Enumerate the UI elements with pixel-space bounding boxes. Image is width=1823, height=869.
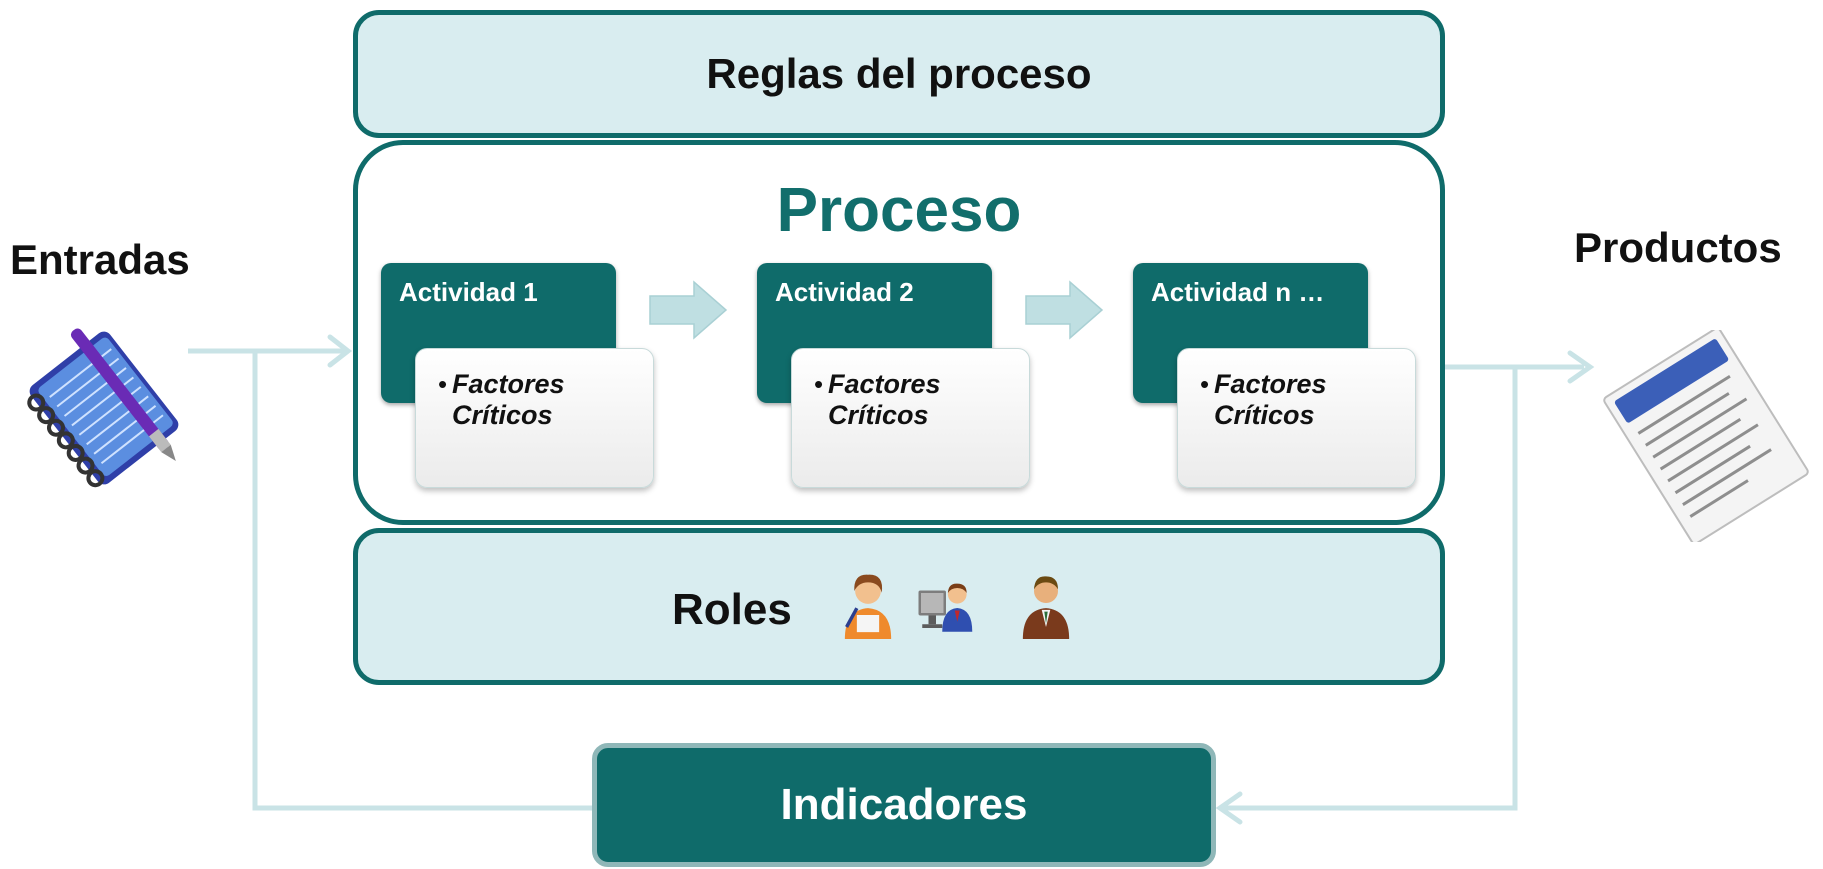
critical-factors-card: • Factores Críticos bbox=[791, 348, 1030, 488]
critical-factors-text: Factores Críticos bbox=[452, 369, 565, 431]
critical-factors-line2: Críticos bbox=[828, 400, 929, 430]
critical-factors-card: • Factores Críticos bbox=[415, 348, 654, 488]
critical-factors-line2: Críticos bbox=[1214, 400, 1315, 430]
roles-box: Roles bbox=[353, 528, 1445, 685]
activity-title: Actividad 2 bbox=[775, 277, 914, 307]
activity-title: Actividad 1 bbox=[399, 277, 538, 307]
arrow-right-icon bbox=[649, 280, 728, 340]
process-rules-label: Reglas del proceso bbox=[706, 50, 1092, 97]
notebook-pen-icon bbox=[18, 318, 190, 498]
bullet-point: • bbox=[814, 369, 824, 399]
bullet-point: • bbox=[1200, 369, 1210, 399]
entradas-label: Entradas bbox=[10, 236, 190, 283]
process-rules-box: Reglas del proceso bbox=[353, 10, 1445, 138]
critical-factors-text: Factores Críticos bbox=[828, 369, 941, 431]
man-computer-icon bbox=[918, 583, 973, 632]
critical-factors-line1: Factores bbox=[828, 369, 941, 399]
indicators-label: Indicadores bbox=[780, 780, 1028, 829]
critical-factors-line1: Factores bbox=[1214, 369, 1327, 399]
document-list-icon bbox=[1598, 327, 1814, 545]
arrow-right-icon bbox=[1025, 280, 1104, 340]
process-title: Proceso bbox=[776, 176, 1022, 245]
roles-label: Roles bbox=[672, 585, 792, 634]
woman-writing-icon bbox=[844, 574, 892, 639]
activity-card: Actividad n … bbox=[1133, 263, 1368, 403]
critical-factors-card: • Factores Críticos bbox=[1177, 348, 1416, 488]
critical-factors-line1: Factores bbox=[452, 369, 565, 399]
bullet-point: • bbox=[438, 369, 448, 399]
productos-label: Productos bbox=[1574, 224, 1782, 271]
businessman-icon bbox=[1022, 576, 1070, 639]
activity-title: Actividad n … bbox=[1151, 277, 1325, 307]
critical-factors-line2: Críticos bbox=[452, 400, 553, 430]
indicators-box: Indicadores bbox=[592, 743, 1216, 867]
critical-factors-text: Factores Críticos bbox=[1214, 369, 1327, 431]
